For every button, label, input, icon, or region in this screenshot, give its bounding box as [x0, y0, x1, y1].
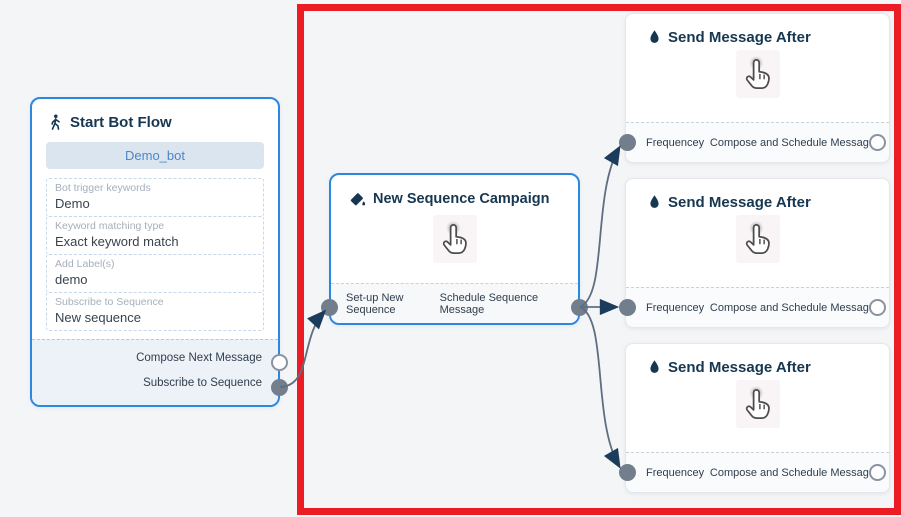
node-new-sequence-campaign[interactable]: New Sequence Campaign Set-up New Sequenc… — [329, 173, 580, 325]
node-send-message-after-1[interactable]: Send Message After Frequencey Compose an… — [625, 13, 890, 163]
highlight-rectangle — [297, 4, 901, 515]
output-label-compose-next-message: Compose Next Message — [136, 352, 262, 364]
send-input-label: Frequencey — [646, 466, 705, 479]
configure-node-cursor-button[interactable] — [735, 50, 780, 98]
send-node-header: Send Message After — [626, 179, 889, 211]
send-node-title: Send Message After — [668, 359, 811, 376]
port-send2-input[interactable] — [619, 299, 636, 316]
send-node-header: Send Message After — [626, 14, 889, 46]
start-node-fields: Bot trigger keywords Demo Keyword matchi… — [46, 178, 264, 331]
paint-bucket-icon — [349, 191, 366, 207]
campaign-input-label: Set-up New Sequence — [346, 291, 404, 316]
send-node-title: Send Message After — [668, 29, 811, 46]
port-campaign-output[interactable] — [571, 299, 588, 316]
node-send-message-after-3[interactable]: Send Message After Frequencey Compose an… — [625, 343, 890, 493]
field-label: Bot trigger keywords — [55, 182, 151, 194]
send-node-footer: Frequencey Compose and Schedule Message — [626, 452, 889, 492]
field-label: Subscribe to Sequence — [55, 296, 164, 308]
configure-node-cursor-button[interactable] — [735, 380, 780, 428]
send-input-label: Frequencey — [646, 301, 705, 314]
field-value: demo — [55, 272, 88, 287]
field-label: Keyword matching type — [55, 220, 165, 232]
send-node-title: Send Message After — [668, 194, 811, 211]
send-node-header: Send Message After — [626, 344, 889, 376]
configure-node-cursor-button[interactable] — [432, 215, 477, 263]
campaign-output-label: Schedule Sequence Message — [439, 291, 539, 316]
send-input-label: Frequencey — [646, 136, 705, 149]
output-label-subscribe-to-sequence: Subscribe to Sequence — [143, 377, 262, 389]
campaign-node-title: New Sequence Campaign — [373, 191, 550, 207]
field-value: New sequence — [55, 310, 141, 325]
field-value: Demo — [55, 196, 90, 211]
port-campaign-input[interactable] — [321, 299, 338, 316]
hand-pointer-icon — [442, 220, 467, 255]
send-output-label: Compose and Schedule Message — [709, 136, 875, 149]
send-output-label: Compose and Schedule Message — [709, 466, 875, 479]
port-subscribe-to-sequence[interactable] — [271, 379, 288, 396]
port-compose-next-message[interactable] — [271, 354, 288, 371]
port-send1-output[interactable] — [869, 134, 886, 151]
send-node-footer: Frequencey Compose and Schedule Message — [626, 287, 889, 327]
water-drop-icon — [648, 29, 661, 46]
port-send3-output[interactable] — [869, 464, 886, 481]
field-subscribe-to-sequence[interactable]: Subscribe to Sequence New sequence — [46, 292, 264, 331]
port-send3-input[interactable] — [619, 464, 636, 481]
field-value: Exact keyword match — [55, 234, 179, 249]
start-node-footer: Compose Next Message Subscribe to Sequen… — [32, 339, 278, 405]
port-send1-input[interactable] — [619, 134, 636, 151]
send-output-label: Compose and Schedule Message — [709, 301, 875, 314]
start-node-title: Start Bot Flow — [70, 114, 172, 131]
water-drop-icon — [648, 359, 661, 376]
start-node-header: Start Bot Flow — [32, 99, 278, 141]
send-node-footer: Frequencey Compose and Schedule Message — [626, 122, 889, 162]
walking-person-icon — [48, 114, 63, 131]
field-add-labels[interactable]: Add Label(s) demo — [46, 254, 264, 293]
hand-pointer-icon — [745, 55, 770, 90]
node-start-bot-flow[interactable]: Start Bot Flow Demo_bot Bot trigger keyw… — [30, 97, 280, 407]
campaign-node-header: New Sequence Campaign — [331, 175, 578, 207]
water-drop-icon — [648, 194, 661, 211]
bot-name-button[interactable]: Demo_bot — [46, 142, 264, 169]
hand-pointer-icon — [745, 220, 770, 255]
field-label: Add Label(s) — [55, 258, 115, 270]
field-keyword-matching-type[interactable]: Keyword matching type Exact keyword matc… — [46, 216, 264, 255]
port-send2-output[interactable] — [869, 299, 886, 316]
configure-node-cursor-button[interactable] — [735, 215, 780, 263]
hand-pointer-icon — [745, 385, 770, 420]
campaign-node-footer: Set-up New Sequence Schedule Sequence Me… — [331, 283, 578, 323]
node-send-message-after-2[interactable]: Send Message After Frequencey Compose an… — [625, 178, 890, 328]
field-bot-trigger-keywords[interactable]: Bot trigger keywords Demo — [46, 178, 264, 217]
